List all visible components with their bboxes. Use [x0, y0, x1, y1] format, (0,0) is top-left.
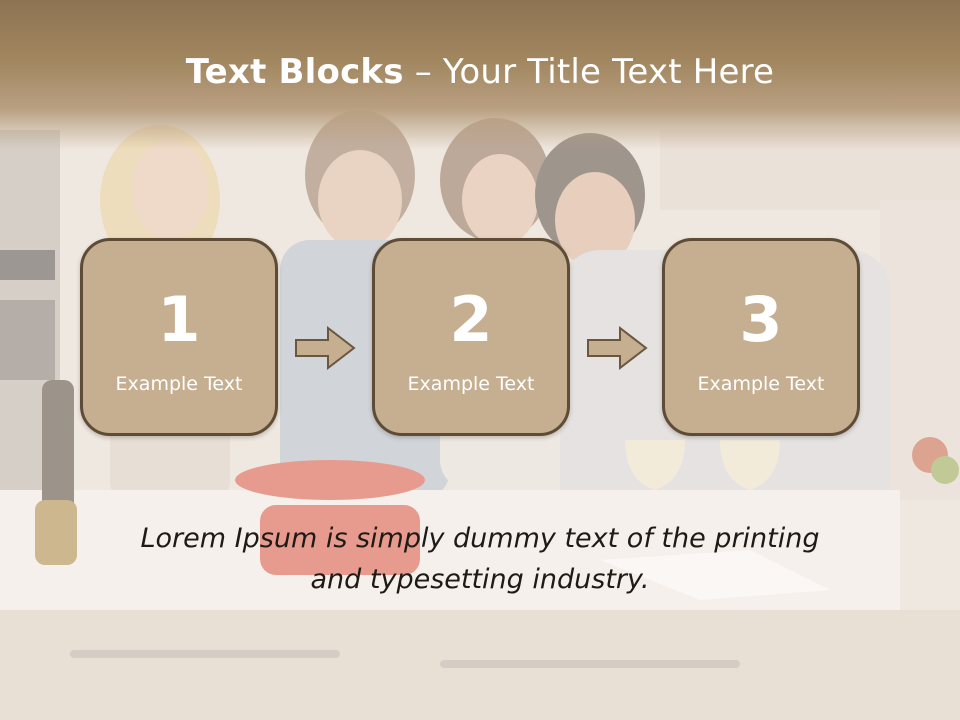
- block-label: Example Text: [407, 373, 535, 395]
- block-label: Example Text: [697, 373, 825, 395]
- block-label: Example Text: [115, 373, 243, 395]
- arrow-right-icon: [587, 325, 648, 371]
- block-number: 2: [449, 283, 493, 356]
- block-number: 3: [739, 283, 783, 356]
- slide-title: Text Blocks – Your Title Text Here: [0, 52, 960, 92]
- caption-line-1: Lorem Ipsum is simply dummy text of the …: [140, 523, 820, 554]
- title-bold-part: Text Blocks: [185, 52, 404, 92]
- text-block-1: 1 Example Text: [80, 238, 278, 436]
- text-block-2: 2 Example Text: [372, 238, 570, 436]
- title-band: [0, 0, 960, 150]
- caption-line-2: and typesetting industry.: [310, 564, 650, 595]
- title-dash: –: [403, 52, 443, 92]
- block-number: 1: [157, 283, 201, 356]
- title-rest-part: Your Title Text Here: [442, 52, 775, 92]
- caption-text: Lorem Ipsum is simply dummy text of the …: [100, 518, 860, 600]
- arrow-right-icon: [295, 325, 356, 371]
- text-block-3: 3 Example Text: [662, 238, 860, 436]
